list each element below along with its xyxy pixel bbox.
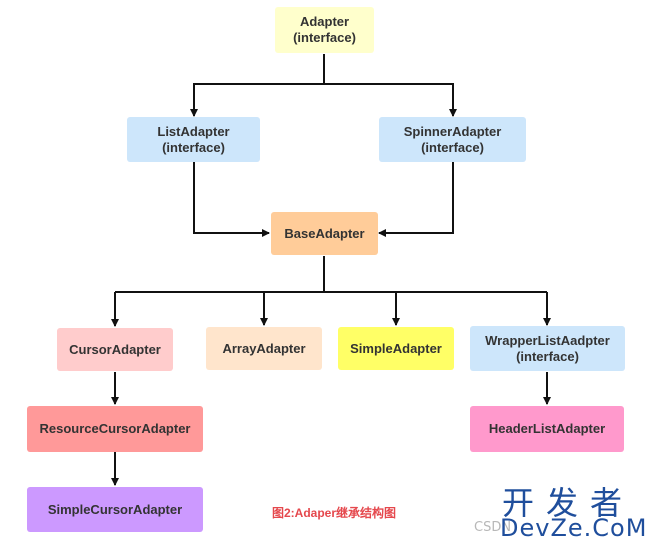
node-adapter-note: (interface)	[293, 30, 356, 45]
watermark-csdn: CSDN	[474, 520, 512, 535]
node-simple-cursor-adapter: SimpleCursorAdapter	[27, 487, 203, 532]
node-cursor-adapter-name: CursorAdapter	[69, 341, 161, 357]
node-wrapper-list-adapter: WrapperListAadpter (interface)	[470, 326, 625, 371]
watermark-en: DevZe.CoM	[500, 514, 648, 542]
node-spinner-adapter-note: (interface)	[421, 139, 484, 155]
node-simple-cursor-adapter-name: SimpleCursorAdapter	[47, 501, 183, 517]
node-resource-cursor-adapter-name: ResourceCursorAdapter	[39, 421, 191, 436]
node-base-adapter: BaseAdapter	[271, 212, 378, 255]
node-base-adapter-name: BaseAdapter	[284, 225, 365, 241]
watermark-cn: 开发者	[502, 484, 635, 522]
node-spinner-adapter-name: SpinnerAdapter	[403, 123, 502, 139]
edge-listadapter-baseadapter	[193, 162, 270, 237]
node-array-adapter-name: ArrayAdapter	[222, 340, 306, 356]
node-simple-adapter: SimpleAdapter	[338, 327, 454, 370]
node-simple-adapter-name: SimpleAdapter	[350, 340, 442, 356]
figure-caption: 图2:Adaper继承结构图	[272, 506, 397, 520]
edge-adapter-listadapter	[190, 54, 325, 117]
node-adapter: Adapter (interface)	[275, 7, 374, 53]
node-spinner-adapter: SpinnerAdapter (interface)	[379, 117, 526, 162]
node-adapter-name: Adapter	[299, 14, 350, 29]
node-array-adapter: ArrayAdapter	[206, 327, 322, 370]
node-list-adapter-name: ListAdapter	[157, 123, 230, 139]
edge-adapter-spinneradapter	[324, 83, 457, 117]
node-cursor-adapter: CursorAdapter	[57, 328, 173, 371]
node-header-list-adapter: HeaderListAdapter	[470, 406, 624, 452]
node-header-list-adapter-name: HeaderListAdapter	[488, 421, 606, 436]
edge-spinneradapter-baseadapter	[378, 162, 454, 237]
node-list-adapter-note: (interface)	[162, 139, 225, 155]
node-wrapper-list-adapter-name: WrapperListAadpter	[485, 332, 610, 348]
node-list-adapter: ListAdapter (interface)	[127, 117, 260, 162]
node-resource-cursor-adapter: ResourceCursorAdapter	[27, 406, 203, 452]
node-wrapper-list-adapter-note: (interface)	[516, 348, 579, 364]
